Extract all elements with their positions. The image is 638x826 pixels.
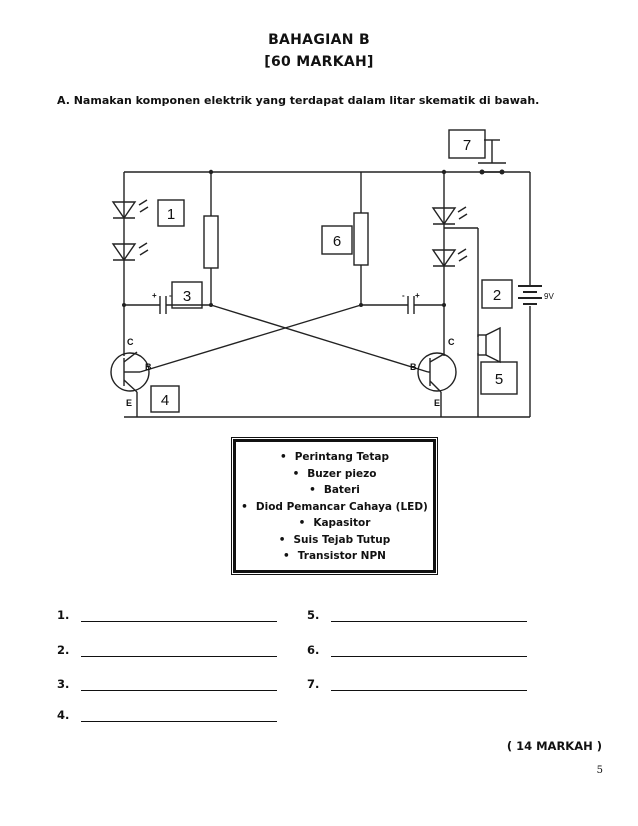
answer-line[interactable] [81,690,277,691]
answer-line[interactable] [331,690,527,691]
pin-e-right: E [434,398,440,408]
label-7: 7 [463,137,471,154]
cap-left-plus: + [152,291,157,300]
component-item: Suis Tejab Tutup [240,532,429,549]
pin-c-right: C [448,337,455,347]
component-item: Buzer piezo [240,466,429,483]
label-1: 1 [167,206,175,223]
answer-row-1[interactable]: 1. [57,608,277,622]
pin-c-left: C [127,337,134,347]
answer-row-5[interactable]: 5. [307,608,527,622]
answer-row-4[interactable]: 4. [57,708,277,722]
component-item: Kapasitor [240,515,429,532]
cap-right-plus: + [415,291,420,300]
component-item: Perintang Tetap [240,449,429,466]
component-list-box: Perintang Tetap Buzer piezo Bateri Diod … [231,437,438,575]
total-marks: ( 14 MARKAH ) [506,739,602,753]
component-item: Bateri [240,482,429,499]
answer-line[interactable] [81,621,277,622]
pin-b-left: B [145,362,152,372]
label-4: 4 [161,392,169,409]
label-3: 3 [183,288,191,305]
section-marks: [60 MARKAH] [264,54,374,70]
cap-left-minus: - [169,291,172,300]
answer-line[interactable] [331,621,527,622]
circuit-diagram: 1 2 3 4 5 6 7 C B E C B E 9V + - - + [110,129,554,418]
answer-row-3[interactable]: 3. [57,677,277,691]
label-6: 6 [333,233,341,250]
pin-e-left: E [126,398,132,408]
section-title: BAHAGIAN B [268,32,370,48]
component-item: Transistor NPN [240,548,429,565]
battery-label: 9V [544,292,554,301]
answer-line[interactable] [331,656,527,657]
pin-b-right: B [410,362,417,372]
answer-row-7[interactable]: 7. [307,677,527,691]
component-item: Diod Pemancar Cahaya (LED) [240,499,429,516]
cap-right-minus: - [402,291,405,300]
answer-line[interactable] [81,721,277,722]
answer-row-6[interactable]: 6. [307,643,527,657]
label-5: 5 [495,371,503,388]
answer-row-2[interactable]: 2. [57,643,277,657]
answer-line[interactable] [81,656,277,657]
question-instruction: A. Namakan komponen elektrik yang terdap… [57,94,540,107]
page-number: 5 [596,765,603,776]
label-2: 2 [493,287,501,304]
